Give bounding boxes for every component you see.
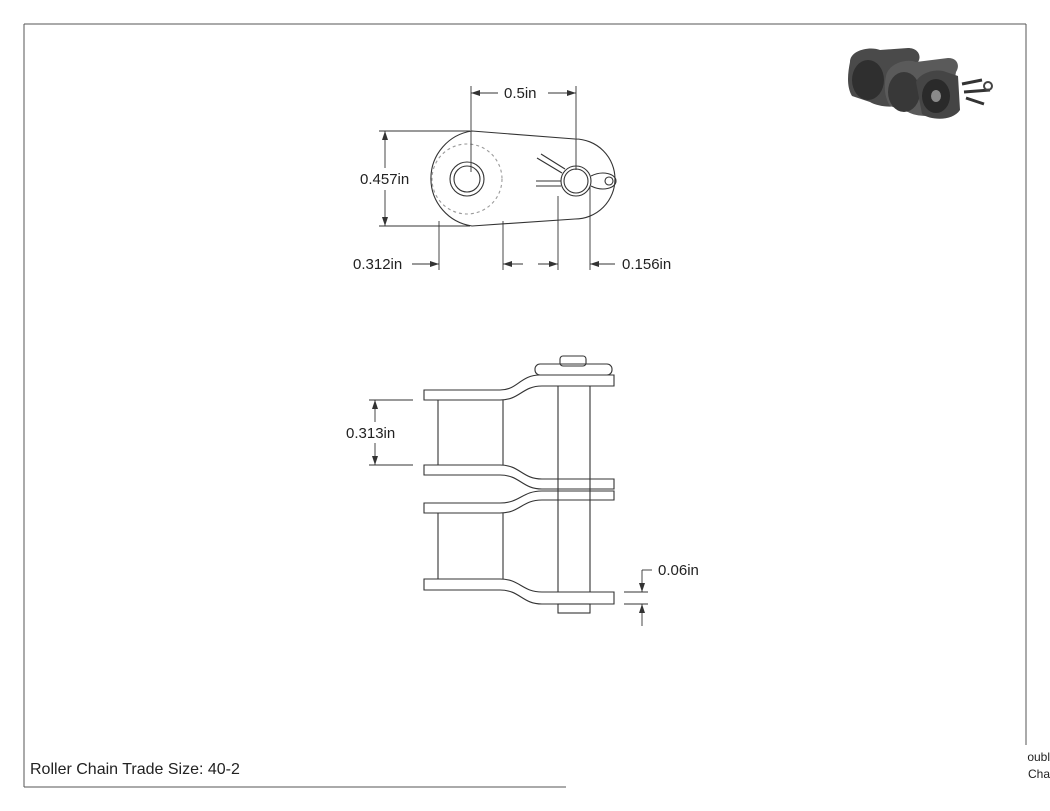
cut-off-title-line-2: Cha bbox=[1027, 767, 1050, 781]
chain-link-render bbox=[848, 48, 993, 119]
dim-strand-spacing: 0.313in bbox=[346, 425, 395, 442]
hidden-roller-circle bbox=[431, 143, 503, 215]
plate-4 bbox=[423, 578, 615, 605]
pin-inner bbox=[563, 168, 589, 194]
bushing-inner bbox=[453, 165, 481, 193]
dim-offset-right: 0.156in bbox=[622, 256, 671, 273]
side-view-link bbox=[423, 355, 615, 614]
plate-outline bbox=[430, 130, 616, 227]
bushing-outer bbox=[449, 161, 485, 197]
dim-pitch: 0.5in bbox=[504, 85, 537, 102]
top-view-dimensions bbox=[379, 86, 615, 270]
side-view-arrowheads bbox=[372, 400, 645, 613]
pin-end bbox=[557, 603, 591, 614]
trade-size-label: Roller Chain Trade Size: 40-2 bbox=[30, 761, 240, 778]
plate-1 bbox=[423, 374, 615, 401]
cotter-pin bbox=[536, 153, 617, 190]
plate-2 bbox=[423, 464, 615, 490]
dim-plate-thickness: 0.06in bbox=[658, 562, 699, 579]
plate-3 bbox=[423, 490, 615, 514]
dim-offset-left: 0.312in bbox=[353, 256, 402, 273]
pin-outer bbox=[560, 165, 592, 197]
dim-height: 0.457in bbox=[360, 171, 409, 188]
top-view-arrowheads bbox=[382, 90, 599, 267]
cut-off-title-line-1: oubl bbox=[1027, 750, 1050, 764]
sheet-border bbox=[23, 23, 1027, 788]
top-view-link-plate bbox=[430, 130, 617, 227]
